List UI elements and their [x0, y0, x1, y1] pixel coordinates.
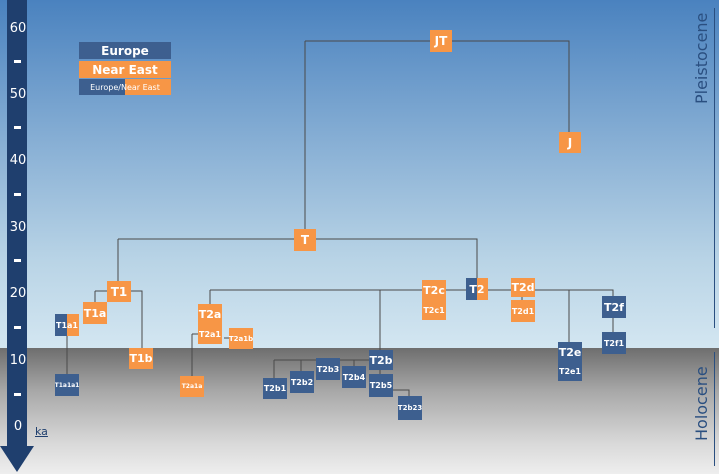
- node-T2c: T2c: [422, 280, 446, 300]
- tick-dash: [14, 393, 21, 396]
- node-T2a1b: T2a1b: [229, 328, 253, 349]
- pleistocene-bracket: [714, 8, 715, 328]
- node-T2b1: T2b1: [263, 378, 287, 399]
- node-T2c1: T2c1: [422, 300, 446, 320]
- tick-label-40: 40: [9, 153, 27, 168]
- tick-label-60: 60: [9, 21, 27, 36]
- axis-unit-label: ka: [35, 425, 48, 438]
- tick-label-0: 0: [13, 419, 23, 434]
- node-T2b4: T2b4: [342, 366, 366, 388]
- node-T2b: T2b: [369, 350, 393, 370]
- time-axis: [7, 0, 27, 448]
- time-axis-arrow-icon: [0, 446, 34, 472]
- node-T2b5: T2b5: [369, 374, 393, 397]
- node-T2b3: T2b3: [316, 358, 340, 380]
- tick-dash: [14, 193, 21, 196]
- node-T2b2: T2b2: [290, 371, 314, 393]
- node-T2a1: T2a1: [198, 324, 222, 344]
- node-T2f1: T2f1: [602, 332, 626, 354]
- node-T2e1: T2e1: [558, 362, 582, 381]
- node-JT: JT: [430, 30, 452, 52]
- node-T1a1: T1a1: [55, 314, 79, 336]
- tick-dash: [14, 126, 21, 129]
- node-T2: T2: [466, 278, 488, 300]
- node-T2d1: T2d1: [511, 300, 535, 322]
- tick-label-30: 30: [9, 220, 27, 235]
- legend-europe-near-east: Europe/Near East: [79, 79, 171, 95]
- node-T1a1a1: T1a1a1: [55, 374, 79, 396]
- node-T2d: T2d: [511, 278, 535, 297]
- tick-label-10: 10: [9, 353, 27, 368]
- legend-europe: Europe: [79, 42, 171, 59]
- tick-dash: [14, 60, 21, 63]
- node-T2e: T2e: [558, 342, 582, 362]
- node-J: J: [559, 132, 581, 153]
- tick-label-20: 20: [9, 286, 27, 301]
- node-T1: T1: [107, 281, 131, 302]
- node-T2b23: T2b23: [398, 396, 422, 420]
- legend-near-east: Near East: [79, 61, 171, 78]
- node-T1a: T1a: [83, 302, 107, 324]
- node-T2a1a: T2a1a: [180, 376, 204, 397]
- node-T2a: T2a: [198, 304, 222, 324]
- tick-label-50: 50: [9, 87, 27, 102]
- node-T1b: T1b: [129, 348, 153, 369]
- tick-dash: [14, 326, 21, 329]
- tick-dash: [14, 259, 21, 262]
- node-T2f: T2f: [602, 296, 626, 318]
- holocene-bracket: [714, 352, 715, 466]
- node-T: T: [294, 229, 316, 251]
